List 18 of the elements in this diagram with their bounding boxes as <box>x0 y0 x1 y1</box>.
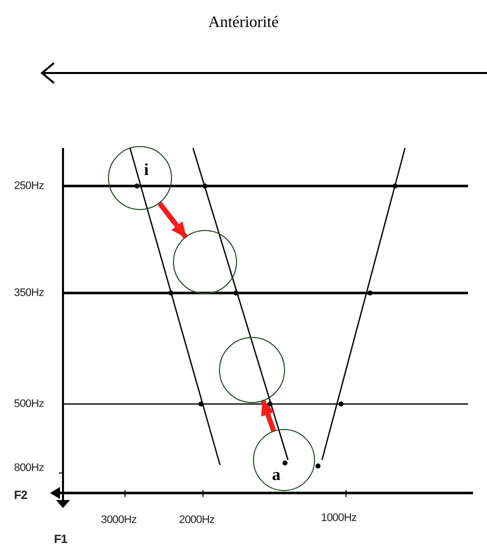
vowel-symbol: a <box>272 466 280 483</box>
vowel-symbol: i <box>144 161 149 178</box>
target-circle <box>219 337 285 403</box>
axis-tick-label: 250Hz <box>14 180 44 192</box>
axis-tick-label: 2000Hz <box>179 514 215 526</box>
axis-tick-label: 500Hz <box>14 398 44 410</box>
axis-tick-label: 350Hz <box>14 287 44 299</box>
vowel-circle <box>253 429 315 491</box>
vowel-circle <box>108 146 172 210</box>
axis-tick-label: 3000Hz <box>101 514 137 526</box>
axis-tick-label: 1000Hz <box>321 512 357 524</box>
axis-tick-label: 800Hz <box>14 462 44 474</box>
target-circle <box>173 230 237 294</box>
heading: Antériorité <box>208 14 279 32</box>
arrow <box>260 399 276 432</box>
arrow <box>158 202 188 238</box>
axis-name: F2 <box>14 489 28 501</box>
axis-name: F1 <box>54 533 68 545</box>
